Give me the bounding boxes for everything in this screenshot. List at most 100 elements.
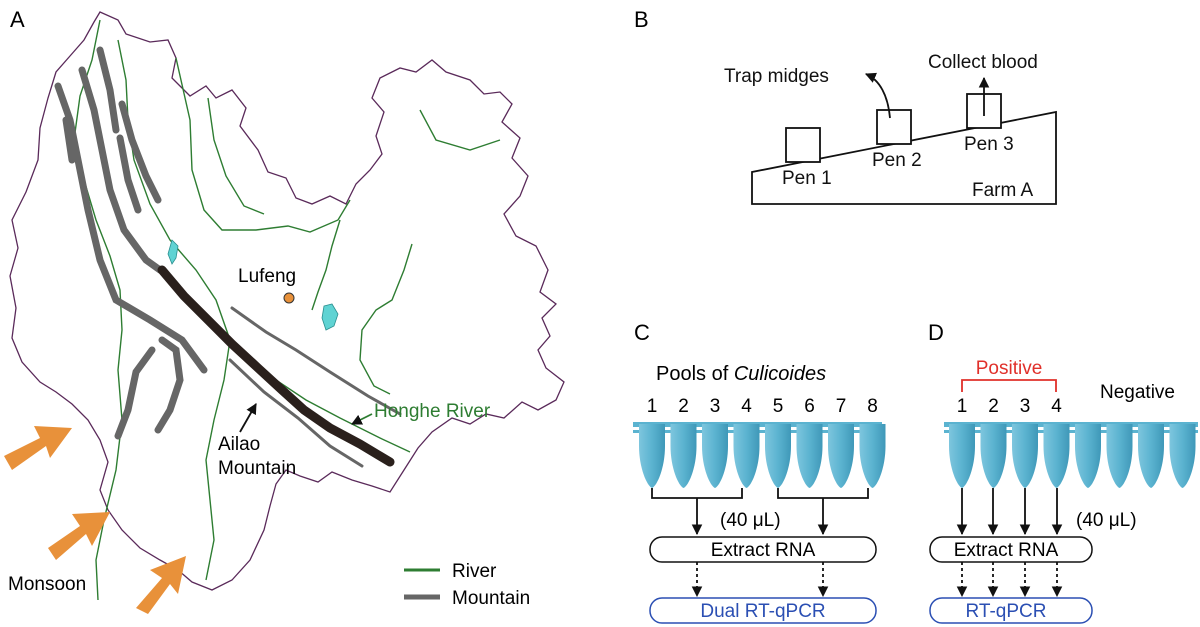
pool-d-tube-number: 2 <box>988 396 999 417</box>
mountain-8 <box>154 336 184 434</box>
pool-c-connectors <box>651 488 869 598</box>
legend-river-label: River <box>452 561 497 582</box>
pool-c-tube-6 <box>796 424 823 488</box>
mountain-2 <box>78 66 164 274</box>
panel-c-letter: C <box>634 320 650 345</box>
mountain-4 <box>118 100 162 204</box>
pool-c-bracket-1 <box>651 488 743 499</box>
pool-c-tube-3 <box>702 424 728 488</box>
assay-box-c <box>649 597 877 624</box>
pool-d-connectors <box>956 488 1063 598</box>
river-5 <box>359 243 413 395</box>
pen-3-label: Pen 3 <box>964 134 1014 155</box>
honghe-pointer-arrow <box>351 413 373 425</box>
pool-c-tube-number: 2 <box>678 396 689 417</box>
pool-d-tube-2 <box>980 424 1007 488</box>
mountain-9 <box>230 306 402 416</box>
pool-d-strip-rim <box>944 430 1198 433</box>
pool-d-tube-4 <box>1043 424 1070 488</box>
pool-d-tube-number: 4 <box>1051 396 1062 417</box>
positive-label: Positive <box>976 358 1043 379</box>
pool-d-tube-5 <box>1075 424 1101 488</box>
mountain-ranges <box>54 46 208 440</box>
panel-d-letter: D <box>928 320 944 345</box>
trap-midges-label: Trap midges <box>724 66 829 87</box>
river-4 <box>207 97 265 215</box>
ailao-label-line2: Mountain <box>218 458 296 479</box>
pool-c-tube-number: 3 <box>710 396 721 417</box>
pool-d-tube-number: 1 <box>957 396 968 417</box>
ailao-label-line1: Ailao <box>218 434 260 455</box>
pool-d-tube-number: 3 <box>1020 396 1031 417</box>
monsoon-arrows <box>4 426 186 614</box>
pool-c-tube-1 <box>639 424 665 488</box>
pools-title: Pools of Culicoides <box>656 363 826 385</box>
pool-d-tube-6 <box>1106 424 1133 488</box>
farm-panel <box>751 72 1057 205</box>
assay-label-c: Dual RT-qPCR <box>700 601 825 622</box>
assay-box-d <box>929 597 1093 624</box>
panel-a-letter: A <box>10 7 25 32</box>
pen-2-box <box>876 109 912 145</box>
pool-d-volume: (40 μL) <box>1076 510 1137 531</box>
monsoon-label: Monsoon <box>8 574 86 595</box>
monsoon-arrow-3 <box>136 556 186 614</box>
pool-d-tube-1 <box>949 424 975 488</box>
legend-mountain-label: Mountain <box>452 588 530 609</box>
lake-2 <box>321 303 339 331</box>
extract-rna-label-d: Extract RNA <box>954 540 1059 561</box>
pool-d-strip-bar <box>944 422 1198 427</box>
extract-rna-box-c <box>649 536 877 563</box>
pool-c-tube-number: 1 <box>647 396 658 417</box>
pools-title-culicoides: Culicoides <box>734 363 826 385</box>
pen-2-label: Pen 2 <box>872 150 922 171</box>
mountain-5 <box>116 134 142 214</box>
monsoon-arrow-1 <box>4 426 72 470</box>
pool-d-tube-7 <box>1138 424 1164 488</box>
city-marker-lufeng <box>283 292 295 304</box>
mountain-10 <box>228 358 364 468</box>
panel-b-letter: B <box>634 7 649 32</box>
extract-rna-label-c: Extract RNA <box>711 540 816 561</box>
negative-label: Negative <box>1100 382 1175 403</box>
farm-hill <box>751 110 1057 205</box>
pool-c-tube-number: 5 <box>773 396 784 417</box>
assay-label-d: RT-qPCR <box>966 601 1047 622</box>
mountain-thin <box>228 306 402 468</box>
lakes <box>167 239 339 331</box>
farm-labels: Trap midges Collect blood Pen 1 Pen 2 Pe… <box>724 52 1038 201</box>
pool-d-tube-3 <box>1012 424 1038 488</box>
city-label-lufeng: Lufeng <box>238 266 296 287</box>
pen-1-label: Pen 1 <box>782 168 832 189</box>
pool-c-tube-5 <box>765 424 791 488</box>
pool-c-tube-4 <box>733 424 760 488</box>
mountain-7 <box>114 346 156 440</box>
farm-label: Farm A <box>972 180 1034 201</box>
extract-rna-box-d <box>929 536 1093 563</box>
mountain-3 <box>96 46 120 134</box>
pool-c-tube-number: 6 <box>804 396 815 417</box>
positive-bracket <box>961 379 1057 392</box>
pool-d-tube-8 <box>1169 424 1196 488</box>
ailao-mountain <box>157 265 395 467</box>
trap-arrow <box>865 72 891 119</box>
pool-c-volume: (40 μL) <box>720 510 781 531</box>
pool-c-tube-number: 7 <box>836 396 847 417</box>
mountain-6 <box>62 116 76 164</box>
lake-1 <box>167 239 179 265</box>
monsoon-arrow-2 <box>48 512 110 560</box>
map-panel: Lufeng Ailao Mountain Honghe River Monso… <box>4 11 565 614</box>
river-6 <box>311 219 341 311</box>
pools-title-prefix: Pools of <box>656 363 734 385</box>
pool-c-tube-7 <box>828 424 854 488</box>
collect-blood-label: Collect blood <box>928 52 1038 73</box>
mountain-1 <box>54 82 208 374</box>
pool-c-bracket-2 <box>777 488 869 499</box>
river-3 <box>175 57 351 233</box>
map-legend: River Mountain <box>404 561 530 609</box>
pool-c-tube-8 <box>859 424 886 488</box>
river-7 <box>419 109 501 151</box>
